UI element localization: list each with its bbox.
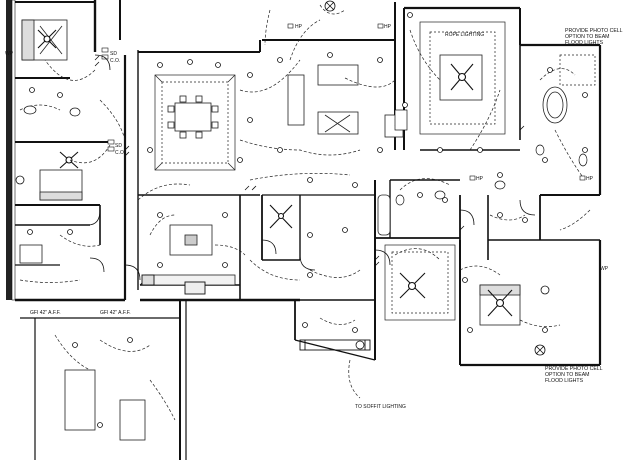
smoke-detector-label: SD bbox=[110, 51, 117, 57]
photocell-note-line-4: PROVIDE PHOTO CELL bbox=[545, 366, 603, 372]
hp-label: HP bbox=[384, 24, 392, 30]
fan-icon bbox=[450, 63, 474, 91]
smoke-detector-label: SD bbox=[115, 143, 122, 149]
co-detector-label: C.O. bbox=[110, 58, 120, 64]
photocell-note-line-1: PROVIDE PHOTO CELL bbox=[565, 28, 623, 34]
fan-icon bbox=[59, 151, 79, 169]
co-detector-label: C.O. bbox=[115, 150, 125, 156]
hp-label: HP bbox=[586, 176, 594, 182]
recessed-lights bbox=[27, 12, 588, 428]
tray-ceiling-outlines bbox=[154, 21, 596, 321]
outlet-height-note-1: GFI 42" A.F.F. bbox=[30, 310, 61, 316]
photocell-note-line-2: OPTION TO BEAM bbox=[565, 34, 610, 40]
photocell-note-line-5: OPTION TO BEAM bbox=[545, 372, 590, 378]
fan-icon bbox=[399, 272, 426, 299]
switch-wiring bbox=[19, 4, 591, 421]
notes: PROVIDE PHOTO CELL OPTION TO BEAM FLOOD … bbox=[5, 24, 623, 410]
wp-label: WP bbox=[600, 266, 609, 272]
outlet-height-note-2: GFI 42" A.F.F. bbox=[100, 310, 131, 316]
wp-label: WP bbox=[5, 51, 14, 57]
soffit-note: TO SOFFIT LIGHTING bbox=[355, 404, 406, 410]
fan-icon bbox=[37, 29, 57, 49]
wall-sconces bbox=[15, 0, 550, 356]
ceiling-fans bbox=[37, 29, 513, 317]
rope-lighting-note: ROPE LIGHTING bbox=[445, 32, 484, 38]
plumbing-fixtures bbox=[23, 105, 588, 206]
furniture bbox=[19, 19, 568, 441]
hp-label: HP bbox=[295, 24, 303, 30]
fan-icon bbox=[269, 204, 293, 229]
fan-icon bbox=[487, 289, 513, 317]
photocell-note-line-6: FLOOD LIGHTS bbox=[545, 378, 584, 384]
hp-label: HP bbox=[476, 176, 484, 182]
entry-porch bbox=[141, 274, 371, 351]
device-symbols bbox=[101, 23, 586, 181]
door-swings bbox=[87, 54, 536, 281]
photocell-note-line-3: FLOOD LIGHTS bbox=[565, 40, 604, 46]
